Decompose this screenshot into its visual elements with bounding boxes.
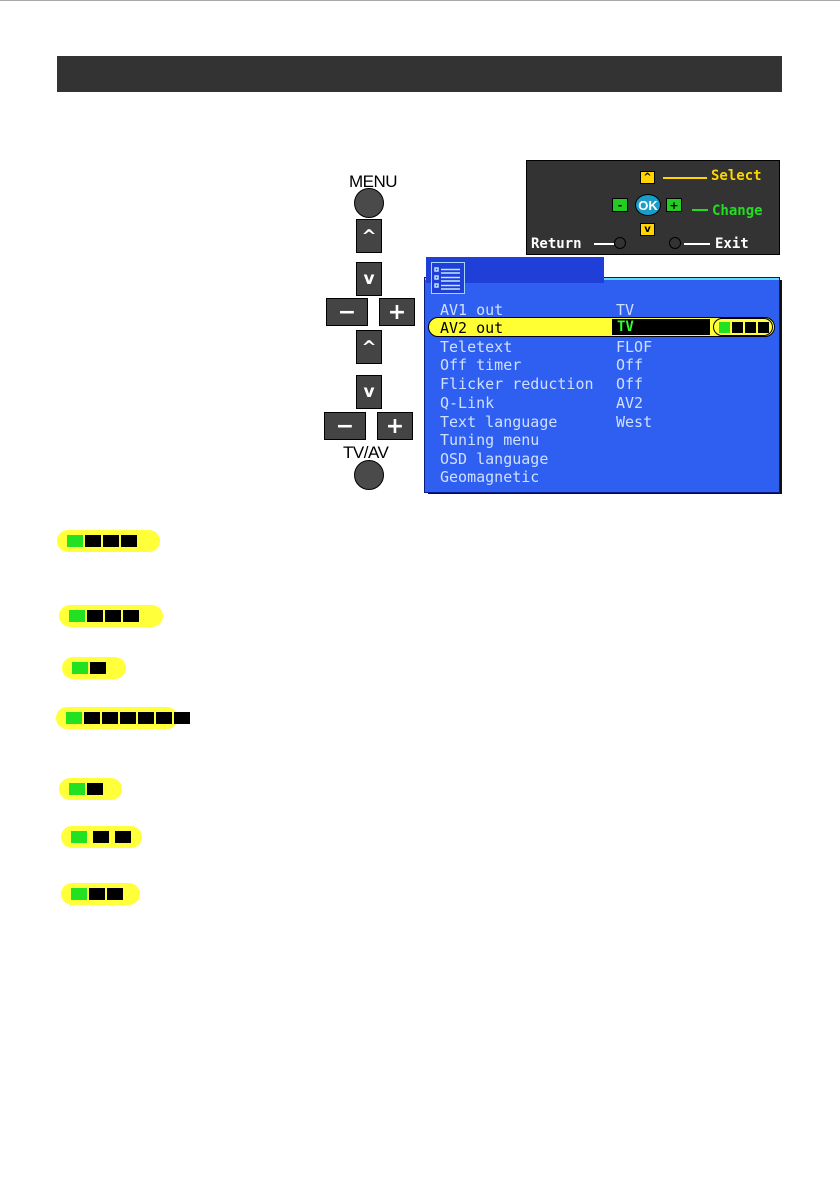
level-segment-active [71, 888, 87, 900]
level-segment [174, 712, 190, 724]
level-segment [105, 610, 121, 622]
osd-row-label[interactable]: Flicker reduction [440, 375, 594, 393]
osd-row-value: FLOF [616, 338, 653, 356]
osd-row-value: Off [616, 356, 644, 374]
level-segment-active [69, 783, 85, 795]
level-segment [87, 610, 103, 622]
return-connector-line [594, 243, 614, 245]
osd-row-label[interactable]: Geomagnetic [440, 468, 540, 486]
menu-button[interactable] [354, 188, 384, 218]
level-segment-active [66, 712, 82, 724]
osd-row-label[interactable]: AV2 out [440, 319, 504, 337]
osd-row-value: Off [616, 375, 644, 393]
help-plus-icon: + [666, 198, 682, 212]
osd-row-label[interactable]: Text language [440, 413, 558, 431]
level-segment [102, 712, 118, 724]
osd-row-label[interactable]: Off timer [440, 356, 522, 374]
level-indicator-pill [62, 657, 126, 679]
tvav-label: TV/AV [343, 443, 389, 462]
level-segment-active [72, 662, 88, 674]
level-segment-active [71, 831, 87, 843]
level-segment [120, 712, 136, 724]
level-segment-active [719, 321, 730, 333]
help-exit-text: Exit [715, 236, 749, 252]
help-select-text: Select [711, 168, 762, 184]
osd-row-label[interactable]: OSD language [440, 450, 549, 468]
level-indicator-pill [59, 605, 163, 627]
level-segment [107, 888, 123, 900]
osd-row-label[interactable]: Teletext [440, 338, 513, 356]
level-segment [156, 712, 172, 724]
osd-row-label[interactable]: Q-Link [440, 394, 495, 412]
osd-level-indicator [713, 318, 773, 336]
tvav-button[interactable] [354, 460, 384, 490]
level-segment [103, 535, 119, 547]
osd-row-label[interactable]: AV1 out [440, 301, 504, 319]
menu-label: MENU [349, 172, 398, 191]
level-segment [121, 535, 137, 547]
level-indicator-pill [61, 883, 140, 905]
level-indicator-pill [61, 826, 142, 848]
level-segment [732, 321, 743, 333]
level-segment [115, 831, 131, 843]
up-button-2[interactable]: ^ [356, 330, 382, 364]
level-segment [758, 321, 769, 333]
level-segment-active [69, 610, 85, 622]
level-segment [89, 888, 105, 900]
selected-row-value[interactable]: TV [612, 319, 710, 335]
osd-row-label[interactable]: Tuning menu [440, 431, 540, 449]
osd-row-value: TV [616, 301, 635, 319]
level-segment [93, 831, 109, 843]
help-minus-icon: - [612, 198, 628, 212]
osd-row-value: West [616, 413, 653, 431]
osd-row-value: AV2 [616, 394, 644, 412]
plus-button-2[interactable]: + [377, 412, 413, 440]
osd-shadow-right [778, 280, 782, 494]
level-segment [123, 610, 139, 622]
help-change-text: Change [712, 203, 763, 219]
section-header-bar [57, 56, 782, 92]
help-return-text: Return [531, 236, 582, 252]
help-ok-icon: OK [635, 194, 661, 216]
help-up-icon: ^ [640, 171, 655, 184]
level-segment [84, 712, 100, 724]
level-segment [745, 321, 756, 333]
top-rule [0, 0, 840, 1]
down-button-2[interactable]: v [356, 375, 382, 409]
osd-menu-panel [424, 277, 780, 493]
help-down-icon: v [640, 223, 655, 236]
level-segment [138, 712, 154, 724]
level-segment-active [67, 535, 83, 547]
down-button-1[interactable]: v [356, 262, 382, 296]
menu-list-icon [431, 262, 465, 294]
return-button-icon [614, 237, 626, 249]
select-connector-line [663, 177, 707, 179]
level-indicator-pill [57, 530, 160, 552]
level-segment [87, 783, 103, 795]
up-button-1[interactable]: ^ [356, 219, 382, 253]
exit-button-icon [669, 237, 681, 249]
minus-button-2[interactable]: − [324, 412, 366, 440]
level-segment [85, 535, 101, 547]
plus-button-1[interactable]: + [379, 298, 415, 326]
level-segment [90, 662, 106, 674]
level-indicator-pill [59, 778, 122, 800]
exit-connector-line [684, 243, 710, 245]
minus-button-1[interactable]: − [326, 298, 368, 326]
change-connector-line [692, 209, 708, 211]
level-indicator-pill [56, 707, 190, 729]
